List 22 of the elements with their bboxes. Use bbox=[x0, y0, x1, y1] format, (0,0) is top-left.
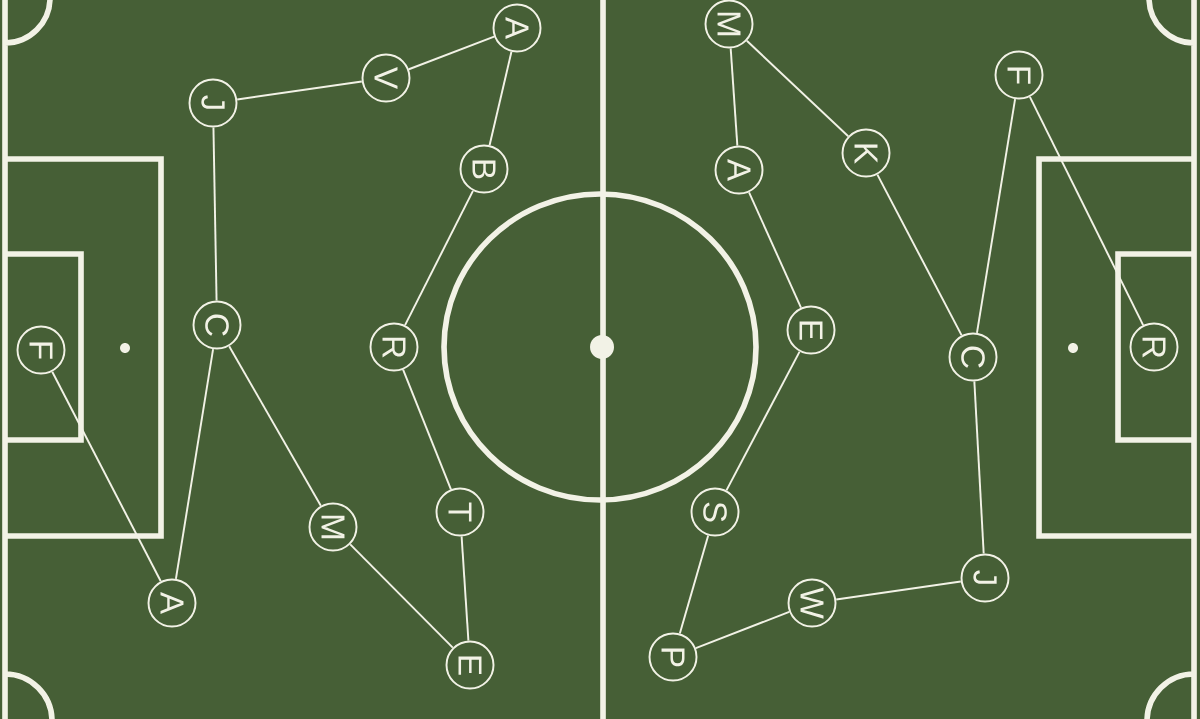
connector-line bbox=[678, 534, 710, 635]
connector-line bbox=[725, 350, 801, 492]
connector-line bbox=[745, 39, 850, 138]
connector-line bbox=[407, 35, 496, 71]
connector-line bbox=[51, 370, 162, 583]
connector-line bbox=[973, 380, 985, 555]
connector-line bbox=[729, 47, 739, 147]
connector-line bbox=[748, 191, 802, 309]
connector-line bbox=[349, 543, 454, 649]
connector-line bbox=[835, 580, 962, 601]
connector-line bbox=[488, 50, 513, 147]
connector-line bbox=[460, 535, 470, 642]
connector-line bbox=[236, 80, 363, 101]
connector-line bbox=[694, 610, 791, 650]
connector-line bbox=[1028, 95, 1145, 327]
connector-line bbox=[976, 98, 1017, 334]
connector-line bbox=[212, 126, 218, 302]
connector-line bbox=[402, 368, 452, 491]
connector-line bbox=[228, 345, 322, 507]
connector-line bbox=[876, 173, 963, 337]
connector-line bbox=[404, 189, 474, 327]
connector-line bbox=[174, 348, 215, 580]
